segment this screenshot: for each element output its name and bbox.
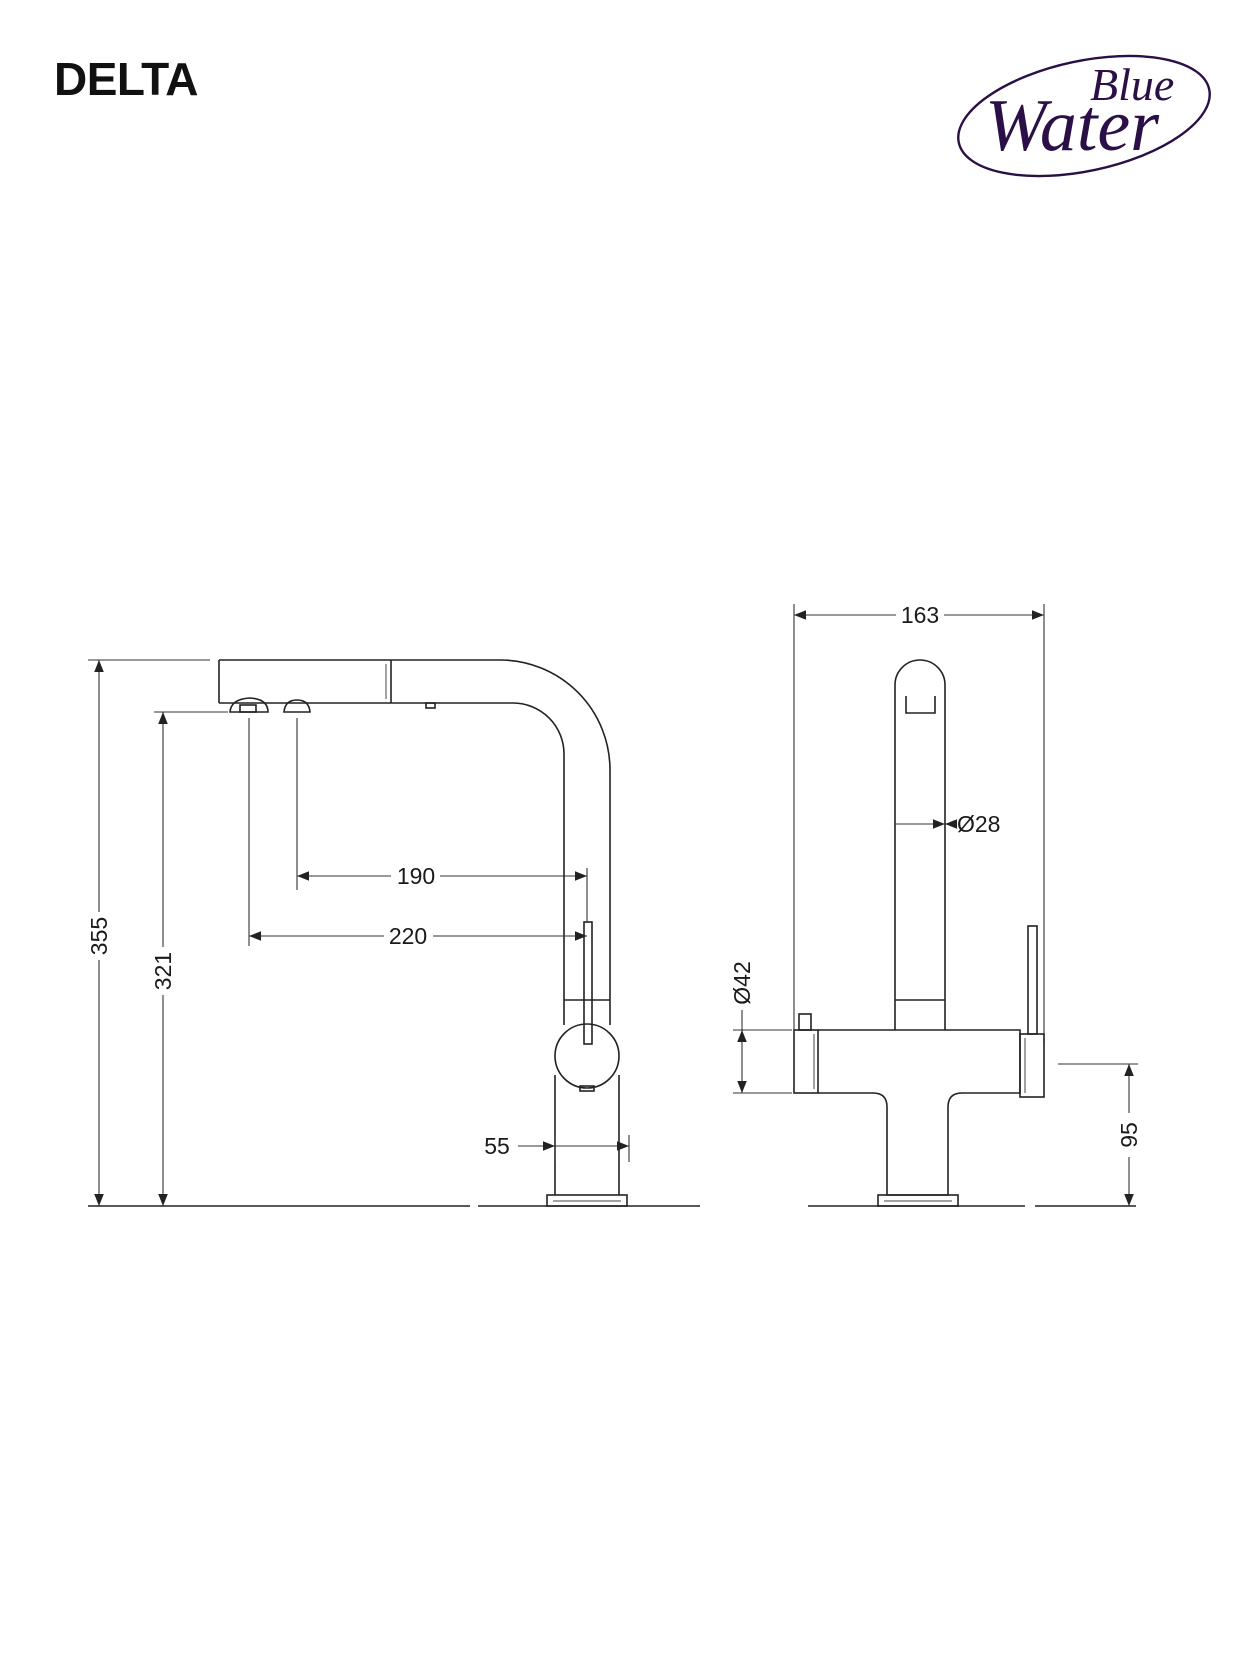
spray-release-button: [425, 702, 436, 709]
spout-head: [894, 659, 946, 705]
second-outlet: [283, 699, 311, 713]
spout-outer: [219, 659, 611, 1025]
logo-text-line1: Blue: [1090, 59, 1174, 110]
brand-logo: Blue Water: [957, 54, 1211, 178]
cross-body: [818, 1029, 1021, 1196]
base-plate: [546, 1194, 628, 1207]
dim-163-label: 163: [901, 602, 939, 628]
dim-d28-label: Ø28: [957, 811, 1000, 837]
spout-inner: [219, 702, 565, 1025]
dim-321-label: 321: [150, 952, 176, 990]
body-ball: [554, 1023, 620, 1089]
dim-55-label: 55: [484, 1133, 510, 1159]
logo-text-line2: Water: [985, 85, 1160, 167]
front-view: 163 Ø28 Ø42 95: [729, 602, 1142, 1207]
dim-355-label: 355: [86, 917, 112, 955]
aerator-insert: [239, 704, 257, 713]
page-title: DELTA: [54, 53, 199, 105]
body-ball-cap: [579, 1085, 595, 1092]
side-view: 355 321 190 220 55: [86, 659, 700, 1207]
dim-190-label: 190: [397, 863, 435, 889]
dim-220-label: 220: [389, 923, 427, 949]
front-base-plate: [877, 1194, 959, 1207]
right-handle: [1019, 1033, 1045, 1098]
right-lever: [1027, 925, 1038, 1035]
left-cap-stub: [798, 1013, 812, 1031]
dim-d42-label: Ø42: [729, 961, 755, 1004]
logo-ellipse: [957, 54, 1211, 178]
lever-handle: [583, 921, 593, 1045]
spray-face: [905, 696, 936, 714]
aerator: [229, 697, 269, 713]
dim-95-label: 95: [1116, 1122, 1142, 1148]
